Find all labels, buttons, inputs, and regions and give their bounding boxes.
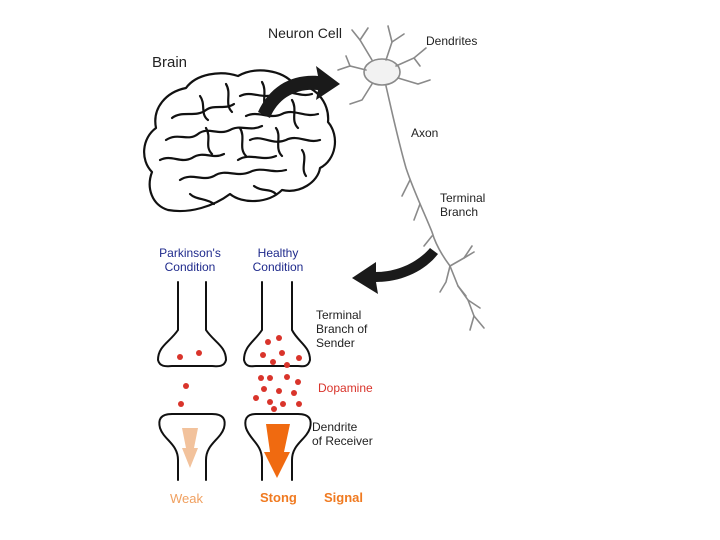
dendrites-label: Dendrites <box>426 34 478 48</box>
axon-label: Axon <box>411 126 439 140</box>
signal-label: Signal <box>324 490 364 505</box>
terminal-branch-sender-label: Terminal Branch of Sender <box>316 308 368 350</box>
brain-label: Brain <box>152 54 188 71</box>
neuron-drawing <box>337 25 485 331</box>
healthy-line: Condition <box>252 259 304 274</box>
sender-line: Terminal <box>316 308 362 322</box>
parkinsons-line: Parkinson's <box>159 246 221 260</box>
weak-signal-label: Weak <box>170 491 203 506</box>
healthy-line: Healthy <box>257 246 299 260</box>
parkinsons-condition-label: Parkinson's Condition <box>150 246 230 275</box>
strong-signal-arrow-icon <box>264 424 290 478</box>
sender-line: Sender <box>316 335 355 350</box>
dopamine-dots <box>253 335 302 412</box>
receiver-line: Dendrite <box>312 420 358 434</box>
terminal-branch-line: Branch <box>440 204 479 219</box>
curved-arrow-icon <box>352 248 438 294</box>
synapse-drawing <box>242 281 312 481</box>
parkinsons-line: Condition <box>164 259 216 274</box>
terminal-branch-label: Terminal Branch <box>440 191 486 220</box>
brain-drawing <box>143 69 337 213</box>
terminal-branch-line: Terminal <box>440 191 486 205</box>
curved-arrow-icon <box>258 66 340 118</box>
dopamine-dots <box>177 350 202 407</box>
dopamine-label: Dopamine <box>318 381 373 395</box>
weak-signal-arrow-icon <box>182 428 198 468</box>
synapse-drawing <box>156 281 228 481</box>
neuron-cell-label: Neuron Cell <box>268 25 342 41</box>
sender-line: Branch of <box>316 321 368 336</box>
dendrite-receiver-label: Dendrite of Receiver <box>312 420 373 449</box>
strong-signal-label: Stong <box>260 490 297 505</box>
receiver-line: of Receiver <box>312 433 373 448</box>
healthy-condition-label: Healthy Condition <box>238 246 318 275</box>
